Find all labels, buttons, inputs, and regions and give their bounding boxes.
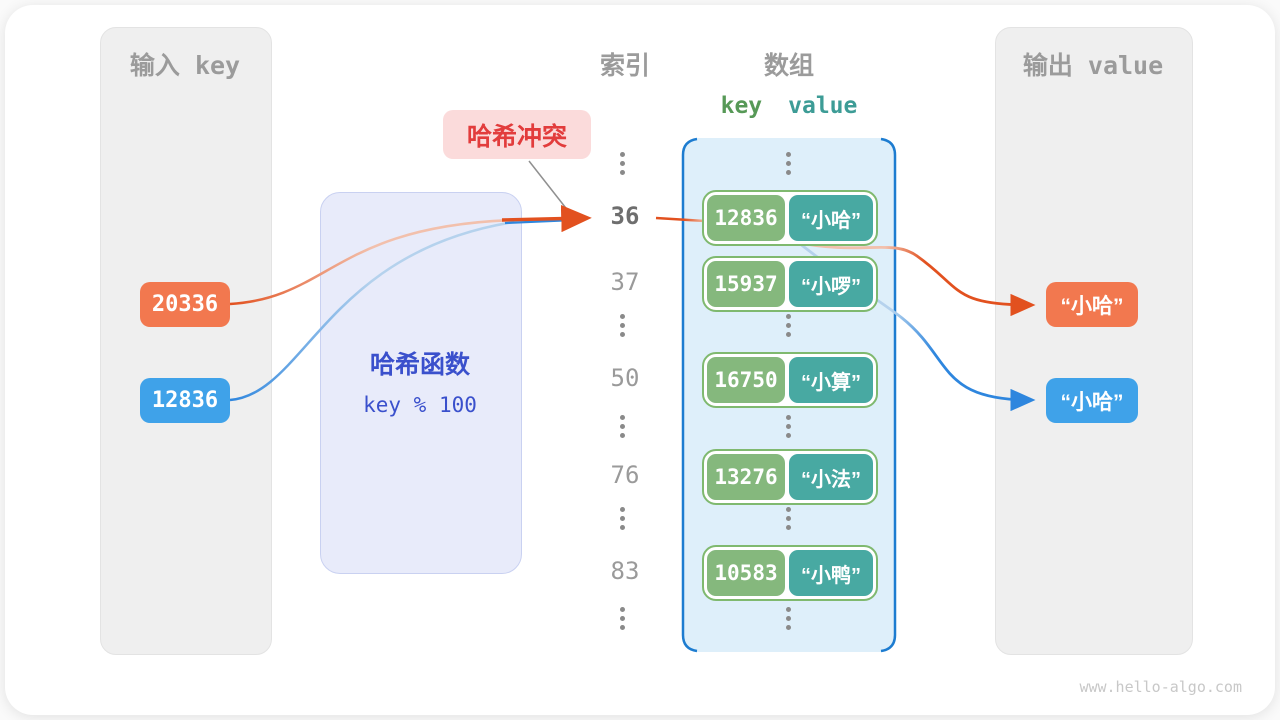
array-ellipsis (786, 607, 791, 630)
index-ellipsis (620, 607, 625, 630)
hash-function-title: 哈希函数 (369, 351, 470, 379)
output-panel (995, 27, 1193, 655)
key-header-label: key (720, 93, 763, 119)
index-36: 36 (610, 202, 640, 230)
watermark: www.hello-algo.com (1079, 678, 1242, 696)
index-37: 37 (610, 268, 640, 296)
input-panel (100, 27, 272, 655)
hash-collision-label: 哈希冲突 (443, 110, 591, 159)
array-ellipsis (786, 314, 791, 337)
array-ellipsis (786, 152, 791, 175)
index-ellipsis (620, 152, 625, 175)
bucket-entry: 12836 “小哈” (702, 190, 878, 246)
input-key-20336: 20336 (140, 282, 230, 327)
entry-value: “小哈” (789, 195, 873, 241)
bucket-entry: 15937 “小啰” (702, 256, 878, 312)
index-50: 50 (610, 364, 640, 392)
array-ellipsis (786, 507, 791, 530)
entry-key: 12836 (707, 195, 785, 241)
output-value-blue: “小哈” (1046, 378, 1138, 423)
hash-function-formula: key % 100 (363, 393, 477, 417)
array-kv-header: key value (683, 93, 895, 119)
bucket-entry: 13276 “小法” (702, 449, 878, 505)
index-column-title: 索引 (599, 51, 650, 80)
entry-value: “小啰” (789, 261, 873, 307)
entry-key: 10583 (707, 550, 785, 596)
output-value-orange: “小哈” (1046, 282, 1138, 327)
value-header-label: value (788, 93, 858, 119)
index-ellipsis (620, 507, 625, 530)
index-ellipsis (620, 314, 625, 337)
array-ellipsis (786, 415, 791, 438)
array-panel-title: 数组 (763, 51, 814, 80)
bucket-entry: 10583 “小鸭” (702, 545, 878, 601)
entry-key: 13276 (707, 454, 785, 500)
entry-key: 16750 (707, 357, 785, 403)
entry-value: “小算” (789, 357, 873, 403)
input-key-12836: 12836 (140, 378, 230, 423)
input-panel-title: 输入 key (129, 51, 241, 80)
entry-key: 15937 (707, 261, 785, 307)
bucket-entry: 16750 “小算” (702, 352, 878, 408)
output-panel-title: 输出 value (1022, 51, 1164, 80)
entry-value: “小法” (789, 454, 873, 500)
hash-function-box (320, 192, 522, 574)
entry-value: “小鸭” (789, 550, 873, 596)
index-76: 76 (610, 461, 640, 489)
index-ellipsis (620, 415, 625, 438)
index-83: 83 (610, 557, 640, 585)
